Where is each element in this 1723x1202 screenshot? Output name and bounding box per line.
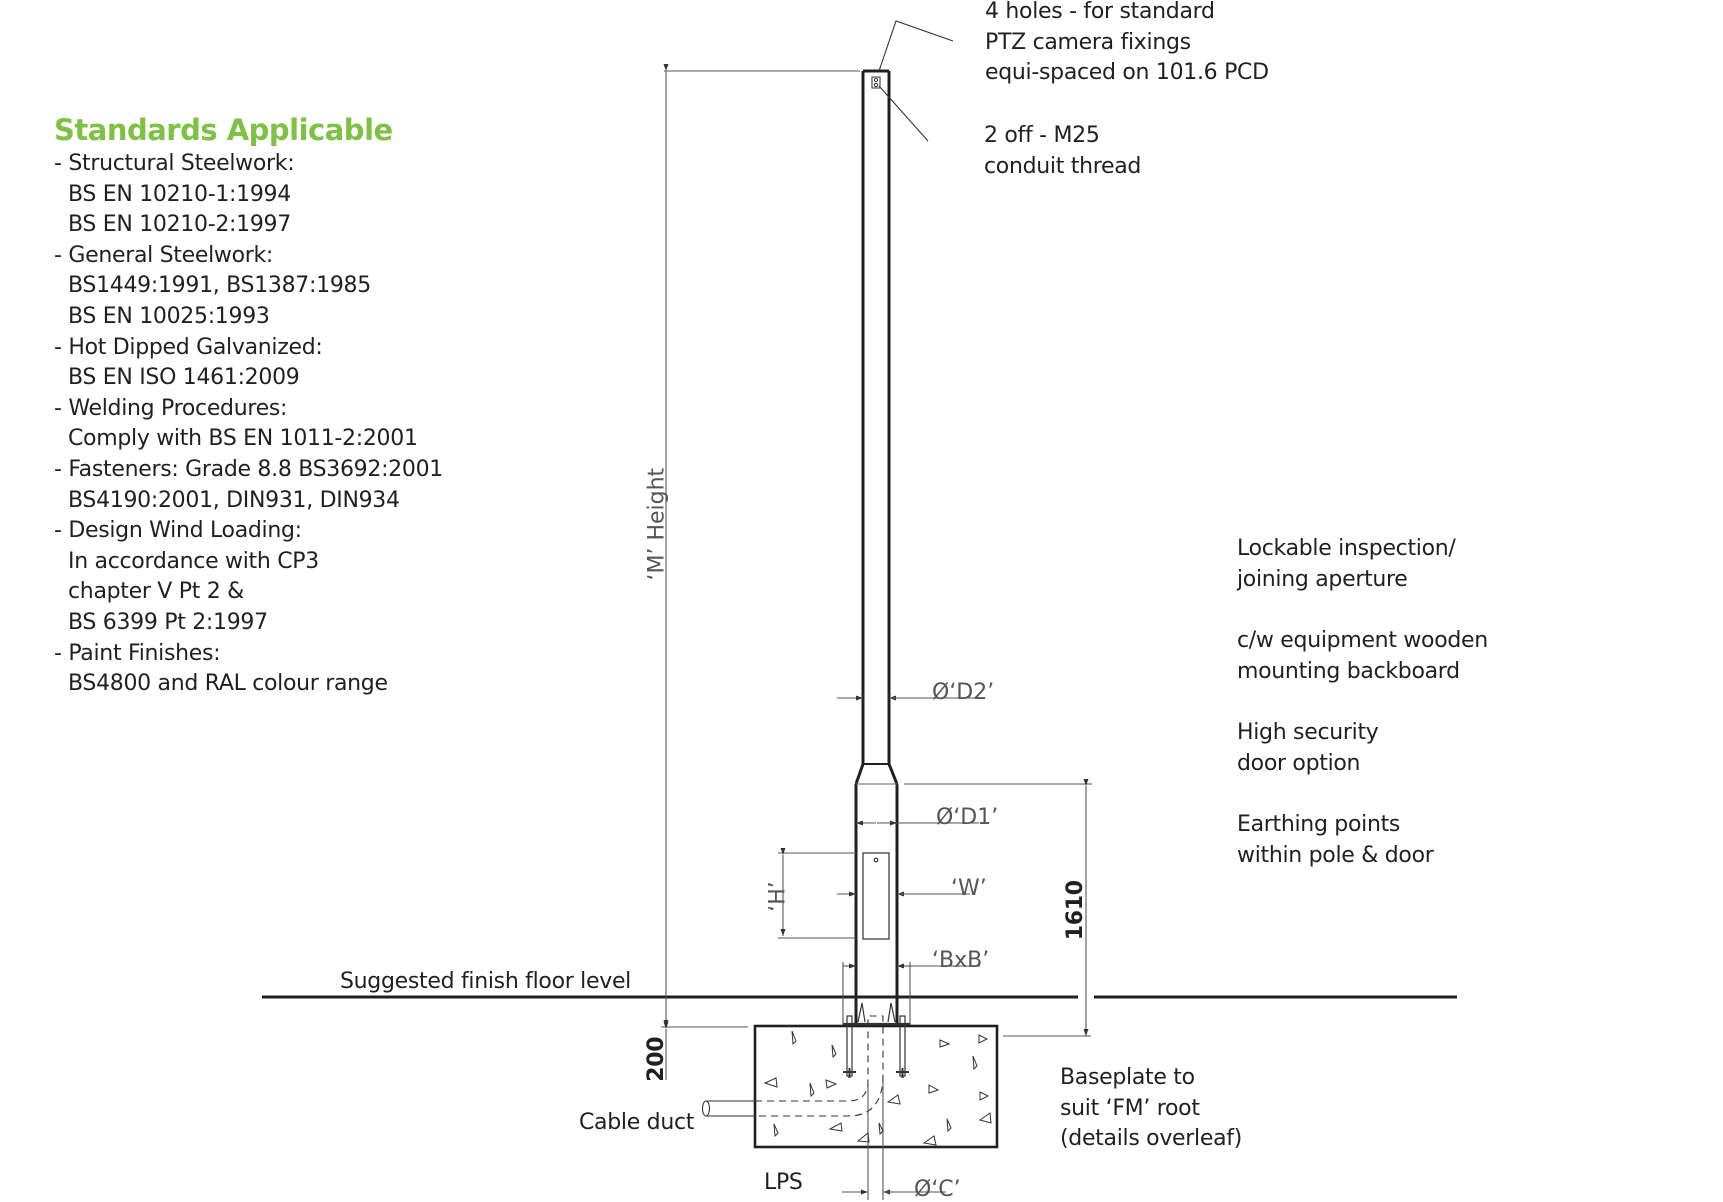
camera-holes-callout: 4 holes - for standard PTZ camera fixing… (985, 0, 1269, 89)
note-line: suit ‘FM’ root (1060, 1095, 1200, 1121)
standards-line: - Structural Steelwork: (54, 151, 295, 176)
baseplate-assembly (843, 1002, 910, 1078)
pole-outline (854, 69, 899, 1025)
earthing-note: Earthing points within pole & door (1237, 810, 1434, 871)
foundation-depth-label: 200 (643, 1036, 669, 1082)
bxb-dimension (842, 962, 980, 1025)
callout-line: equi-spaced on 101.6 PCD (985, 60, 1269, 85)
callout-line: 4 holes - for standard (985, 0, 1215, 24)
callout-line: conduit thread (984, 153, 1142, 179)
standards-line: BS4190:2001, DIN931, DIN934 (68, 487, 400, 513)
standards-line: In accordance with CP3 (68, 548, 319, 574)
standards-line: - Fasteners: Grade 8.8 BS3692:2001 (54, 456, 443, 482)
note-line: joining aperture (1237, 566, 1408, 592)
foundation-depth-dimension (661, 1022, 748, 1080)
callout-line: 2 off - M25 (984, 123, 1100, 148)
c-dimension (842, 1081, 946, 1200)
cable-duct-label: Cable duct (579, 1110, 695, 1135)
inspection-door (862, 852, 890, 940)
inspection-note: Lockable inspection/ joining aperture (1237, 534, 1456, 595)
standards-list: - Structural Steelwork: BS EN 10210-1:19… (54, 149, 443, 700)
note-line: mounting backboard (1237, 658, 1460, 684)
standards-line: BS EN ISO 1461:2009 (68, 365, 300, 391)
note-line: Earthing points (1237, 812, 1401, 837)
note-line: c/w equipment wooden (1237, 628, 1488, 653)
floor-level-label: Suggested finish floor level (340, 969, 631, 994)
c-label: Ø‘C’ (914, 1177, 961, 1202)
m-height-label: ‘M’ Height (644, 467, 670, 581)
concrete-aggregate (763, 1030, 992, 1146)
security-note: High security door option (1237, 718, 1379, 779)
standards-line: Comply with BS EN 1011-2:2001 (68, 426, 418, 452)
standards-line: BS4800 and RAL colour range (68, 671, 388, 697)
note-line: Baseplate to (1060, 1065, 1195, 1090)
standards-line: - Paint Finishes: (54, 640, 221, 666)
note-line: Lockable inspection/ (1237, 536, 1456, 561)
w-label: ‘W’ (951, 876, 987, 901)
camera-fixing-holes (871, 76, 881, 89)
base-height-dimension (904, 779, 1092, 1037)
base-height-label: 1610 (1062, 880, 1088, 941)
m-height-dimension (663, 64, 860, 1027)
h-dimension (778, 848, 856, 939)
conduit-callout: 2 off - M25 conduit thread (984, 121, 1141, 182)
standards-line: BS EN 10210-2:1997 (68, 212, 291, 238)
standards-line: BS1449:1991, BS1387:1985 (68, 273, 371, 299)
standards-line: chapter V Pt 2 & (68, 579, 244, 605)
standards-line: BS EN 10210-1:1994 (68, 181, 291, 207)
callout-line: PTZ camera fixings (985, 29, 1191, 55)
standards-line: - Welding Procedures: (54, 395, 288, 421)
note-line: door option (1237, 750, 1361, 776)
note-line: within pole & door (1237, 842, 1434, 868)
backboard-note: c/w equipment wooden mounting backboard (1237, 626, 1488, 687)
standards-line: - General Steelwork: (54, 242, 274, 268)
concrete-foundation (753, 1024, 999, 1149)
standards-line: BS EN 10025:1993 (68, 303, 270, 329)
d1-label: Ø‘D1’ (936, 805, 999, 830)
baseplate-note: Baseplate to suit ‘FM’ root (details ove… (1060, 1063, 1242, 1155)
cable-duct (701, 1015, 884, 1117)
lps-label: LPS (764, 1170, 803, 1195)
standards-line: - Hot Dipped Galvanized: (54, 334, 323, 360)
h-label: ‘H’ (765, 881, 791, 912)
standards-line: BS 6399 Pt 2:1997 (68, 609, 268, 635)
note-line: High security (1237, 720, 1379, 745)
standards-line: - Design Wind Loading: (54, 518, 302, 544)
standards-heading: Standards Applicable (54, 113, 393, 147)
bxb-label: ‘BxB’ (932, 948, 990, 973)
d2-label: Ø‘D2’ (932, 680, 995, 705)
leader-lines (878, 20, 954, 142)
note-line: (details overleaf) (1060, 1126, 1242, 1151)
